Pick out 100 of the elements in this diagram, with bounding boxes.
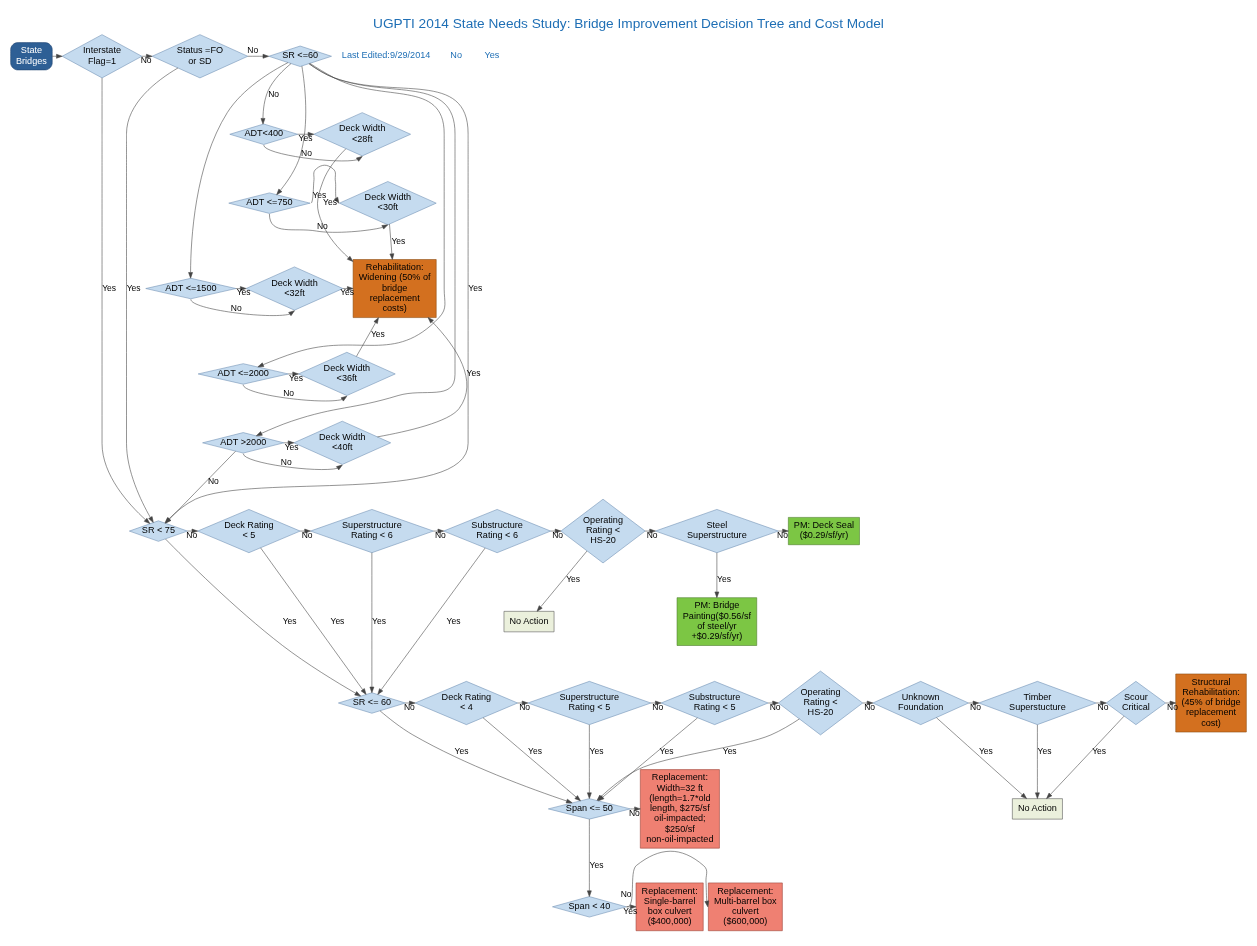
edge-label: Yes xyxy=(391,236,406,247)
arrow xyxy=(141,54,153,59)
edge-label: Yes xyxy=(372,615,386,626)
node-diamond: ADT <=750 xyxy=(228,192,311,214)
arrow xyxy=(235,286,247,291)
arrow xyxy=(778,528,789,534)
arrow xyxy=(936,717,1027,799)
arrow xyxy=(482,717,581,802)
edge-label: No xyxy=(247,45,259,56)
diagram-title: UGPTI 2014 State Needs Study: Bridge Improvement Decision Tree and Cost Model xyxy=(373,16,884,32)
arrow xyxy=(356,317,379,357)
arrow xyxy=(626,850,710,908)
edge-label: No xyxy=(280,456,292,467)
arrow xyxy=(101,77,151,524)
arrow xyxy=(260,547,367,695)
arrow xyxy=(165,538,361,697)
edge-label: No xyxy=(186,529,198,540)
arrow xyxy=(190,299,295,316)
arrow xyxy=(1095,700,1107,706)
arrow xyxy=(276,65,307,195)
arrow xyxy=(260,63,292,125)
arrow xyxy=(650,700,662,706)
arrow xyxy=(187,528,198,534)
arrow xyxy=(767,700,779,706)
arrow xyxy=(377,317,468,438)
arrow xyxy=(263,144,363,162)
edge-label: No xyxy=(283,388,295,399)
arrow xyxy=(188,62,289,279)
node-diamond: ADT<400 xyxy=(229,123,298,145)
edge-label: Yes xyxy=(717,574,731,585)
arrow xyxy=(536,550,588,612)
edge-label: Yes xyxy=(284,441,299,452)
edge-label: Yes xyxy=(298,133,313,144)
edge-label: Yes xyxy=(102,282,117,293)
arrow xyxy=(299,528,311,534)
edge-label: No xyxy=(769,701,781,712)
node-box: No Action xyxy=(503,611,555,633)
node-box: State Bridges xyxy=(10,42,53,71)
arrow xyxy=(517,700,529,706)
edge-label: Yes xyxy=(289,372,303,383)
label: Yes xyxy=(484,50,500,61)
arrow xyxy=(257,63,446,368)
arrow xyxy=(405,700,416,706)
arrow xyxy=(968,700,980,706)
arrow xyxy=(283,440,295,446)
edge-label: No xyxy=(970,701,981,712)
node-diamond: Deck Rating < 4 xyxy=(414,681,518,725)
arrow xyxy=(242,384,348,402)
node-diamond: Deck Width <28ft xyxy=(313,112,411,157)
edge-label: No xyxy=(140,55,152,66)
node-diamond: SR <=60 xyxy=(268,45,332,67)
edge-label: Yes xyxy=(589,859,604,870)
arrow xyxy=(389,223,395,260)
node-box: PM: Deck Seal ($0.29/sf/yr) xyxy=(788,517,860,545)
edge-label: Yes xyxy=(722,746,737,757)
arrow xyxy=(644,528,656,534)
arrow xyxy=(310,164,340,204)
arrow xyxy=(242,453,343,471)
edge-label: Yes xyxy=(330,615,345,626)
label: Last Edited:9/29/2014 xyxy=(341,50,431,61)
edge-label: Yes xyxy=(659,746,674,757)
arrow xyxy=(550,528,562,534)
edge-label: Yes xyxy=(126,282,141,293)
arrow xyxy=(587,819,592,897)
arrow xyxy=(377,547,486,695)
edge-label: Yes xyxy=(370,328,385,339)
edge-label: No xyxy=(628,807,640,818)
edge-label: No xyxy=(301,529,313,540)
node-diamond: Deck Rating < 5 xyxy=(197,509,301,553)
edge-label: No xyxy=(207,475,219,486)
arrow xyxy=(1035,724,1040,799)
node-diamond: ADT <=1500 xyxy=(145,278,237,300)
edge-label: Yes xyxy=(468,282,483,293)
arrow xyxy=(317,148,354,262)
arrow xyxy=(630,806,641,812)
edge-label: Yes xyxy=(978,746,993,757)
edge-label: Yes xyxy=(528,746,542,757)
edge-label: Yes xyxy=(466,367,481,378)
arrow xyxy=(714,552,720,598)
arrow xyxy=(51,54,63,59)
edge-label: Yes xyxy=(1037,746,1052,757)
node-box: PM: Bridge Painting($0.56/sf of steel/yr +$0.29/sf/yr) xyxy=(676,597,758,646)
edge-label: Yes xyxy=(282,615,297,626)
edge-label: Yes xyxy=(323,197,337,208)
label: No xyxy=(450,50,462,61)
edge-label: No xyxy=(646,529,658,540)
edge-label: No xyxy=(777,529,788,540)
edge-label: No xyxy=(301,148,312,159)
edge-label: Yes xyxy=(446,615,461,626)
arrow xyxy=(247,54,269,59)
arrow xyxy=(256,63,456,437)
edge-label: No xyxy=(434,529,446,540)
edge-label: Yes xyxy=(236,287,251,298)
edge-label: No xyxy=(1097,701,1109,712)
node-diamond: Deck Width <30ft xyxy=(339,181,437,226)
arrow xyxy=(269,213,389,233)
edge-label: No xyxy=(620,889,632,900)
arrow xyxy=(862,700,874,706)
node-box: Replacement: Multi-barrel box culvert ($600,000) xyxy=(708,882,783,931)
arrow xyxy=(379,710,573,804)
